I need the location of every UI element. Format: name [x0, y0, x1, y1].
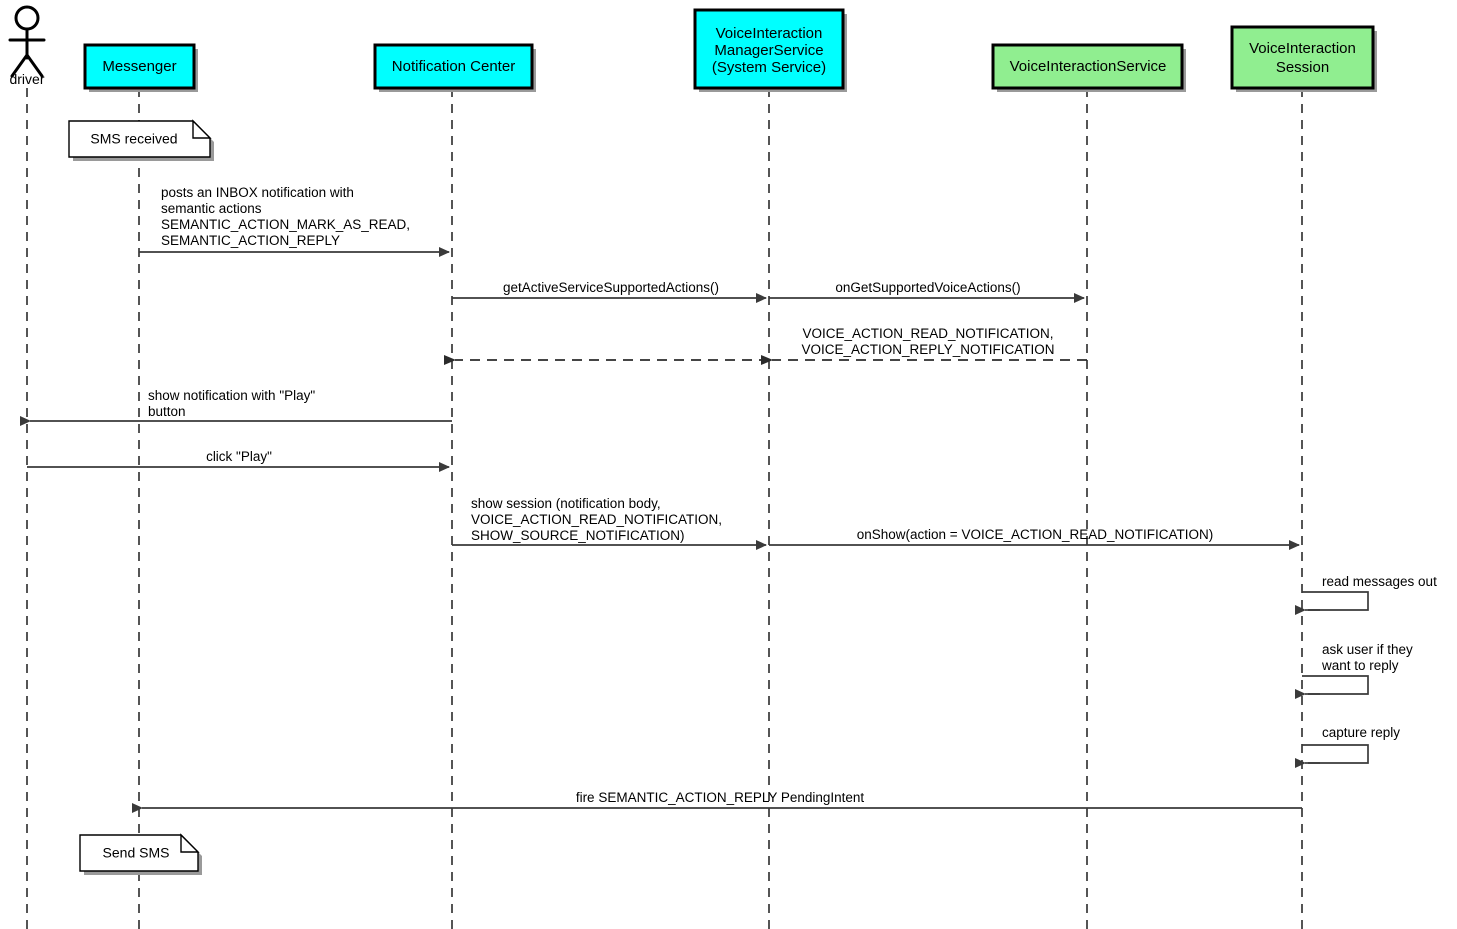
message-label-line-2: VOICE_ACTION_REPLY_NOTIFICATION	[801, 342, 1054, 357]
participant-label-line-3: (System Service)	[712, 59, 826, 76]
self-message-read-messages-out: read messages out	[1295, 574, 1437, 615]
participant-label-line-1: VoiceInteraction	[716, 25, 823, 42]
self-message-label: capture reply	[1322, 725, 1400, 740]
participant-voiceinteraction-service[interactable]: VoiceInteractionService	[991, 43, 1186, 92]
note-fold-corner-icon	[180, 833, 200, 853]
message-label-line-1: show session (notification body,	[471, 496, 661, 511]
message-on-get-supported-voice-actions: onGetSupportedVoiceActions()	[769, 280, 1085, 303]
message-label-line-4: SEMANTIC_ACTION_REPLY	[161, 233, 340, 248]
note-body	[79, 834, 199, 872]
note-label: SMS received	[90, 131, 177, 147]
actor-leg-right-icon	[25, 53, 44, 78]
self-message-ask-user-reply: ask user if they want to reply	[1295, 642, 1413, 699]
participant-box	[83, 43, 196, 90]
message-fire-semantic-action-reply: fire SEMANTIC_ACTION_REPLY PendingIntent	[132, 790, 1302, 813]
actor-leg-left-icon	[10, 53, 29, 78]
self-message-loop	[1302, 675, 1369, 695]
participant-box	[1230, 25, 1375, 90]
message-get-active-service-supported-actions: getActiveServiceSupportedActions()	[452, 280, 767, 303]
message-label-line-2: semantic actions	[161, 201, 262, 216]
note-sms-received: SMS received	[68, 119, 214, 161]
message-label: click "Play"	[206, 449, 272, 464]
participant-label: Messenger	[102, 58, 176, 75]
note-send-sms: Send SMS	[79, 833, 202, 875]
participant-label-line-2: Session	[1276, 59, 1329, 76]
message-label-line-2: button	[148, 404, 186, 419]
participant-label: Notification Center	[392, 58, 515, 75]
participant-voiceinteraction-manager-service[interactable]: VoiceInteraction ManagerService (System …	[693, 8, 847, 92]
actor-driver[interactable]: driver	[8, 5, 46, 87]
participant-messenger[interactable]: Messenger	[83, 43, 198, 92]
note-body	[68, 120, 211, 158]
participant-label: VoiceInteractionService	[1010, 58, 1167, 75]
self-message-label-line-1: ask user if they	[1322, 642, 1413, 657]
message-show-notification-play: show notification with "Play" button	[20, 388, 452, 426]
message-label-line-2: VOICE_ACTION_READ_NOTIFICATION,	[471, 512, 722, 527]
message-label: getActiveServiceSupportedActions()	[503, 280, 719, 295]
participant-box	[373, 43, 534, 90]
self-message-label-line-2: want to reply	[1321, 658, 1399, 673]
self-message-loop	[1302, 744, 1369, 764]
message-label: onShow(action = VOICE_ACTION_READ_NOTIFI…	[857, 527, 1213, 542]
participant-label-line-2: ManagerService	[714, 42, 823, 59]
participant-notification-center[interactable]: Notification Center	[373, 43, 536, 92]
note-fold-corner-icon	[192, 119, 212, 139]
participant-box	[693, 8, 845, 90]
message-label: fire SEMANTIC_ACTION_REPLY PendingIntent	[576, 790, 865, 805]
participant-box	[991, 43, 1184, 90]
message-return-voice-actions: VOICE_ACTION_READ_NOTIFICATION, VOICE_AC…	[761, 326, 1087, 365]
self-message-label: read messages out	[1322, 574, 1437, 589]
actor-label: driver	[9, 71, 44, 87]
actor-head-icon	[14, 5, 40, 31]
message-post-inbox-notification: posts an INBOX notification with semanti…	[139, 185, 450, 257]
message-label-line-1: posts an INBOX notification with	[161, 185, 354, 200]
message-label: onGetSupportedVoiceActions()	[835, 280, 1020, 295]
participant-voiceinteraction-session[interactable]: VoiceInteraction Session	[1230, 25, 1377, 92]
message-on-show: onShow(action = VOICE_ACTION_READ_NOTIFI…	[769, 527, 1300, 550]
message-label-line-3: SEMANTIC_ACTION_MARK_AS_READ,	[161, 217, 410, 232]
message-show-session: show session (notification body, VOICE_A…	[452, 496, 767, 550]
lifelines	[26, 88, 1303, 929]
self-message-capture-reply: capture reply	[1295, 725, 1400, 768]
message-label-line-1: VOICE_ACTION_READ_NOTIFICATION,	[802, 326, 1053, 341]
participant-label-line-1: VoiceInteraction	[1249, 40, 1356, 57]
note-label: Send SMS	[103, 845, 170, 861]
self-message-loop	[1302, 591, 1369, 611]
message-label-line-3: SHOW_SOURCE_NOTIFICATION)	[471, 528, 685, 543]
message-click-play: click "Play"	[27, 449, 450, 472]
message-label-line-1: show notification with "Play"	[148, 388, 315, 403]
